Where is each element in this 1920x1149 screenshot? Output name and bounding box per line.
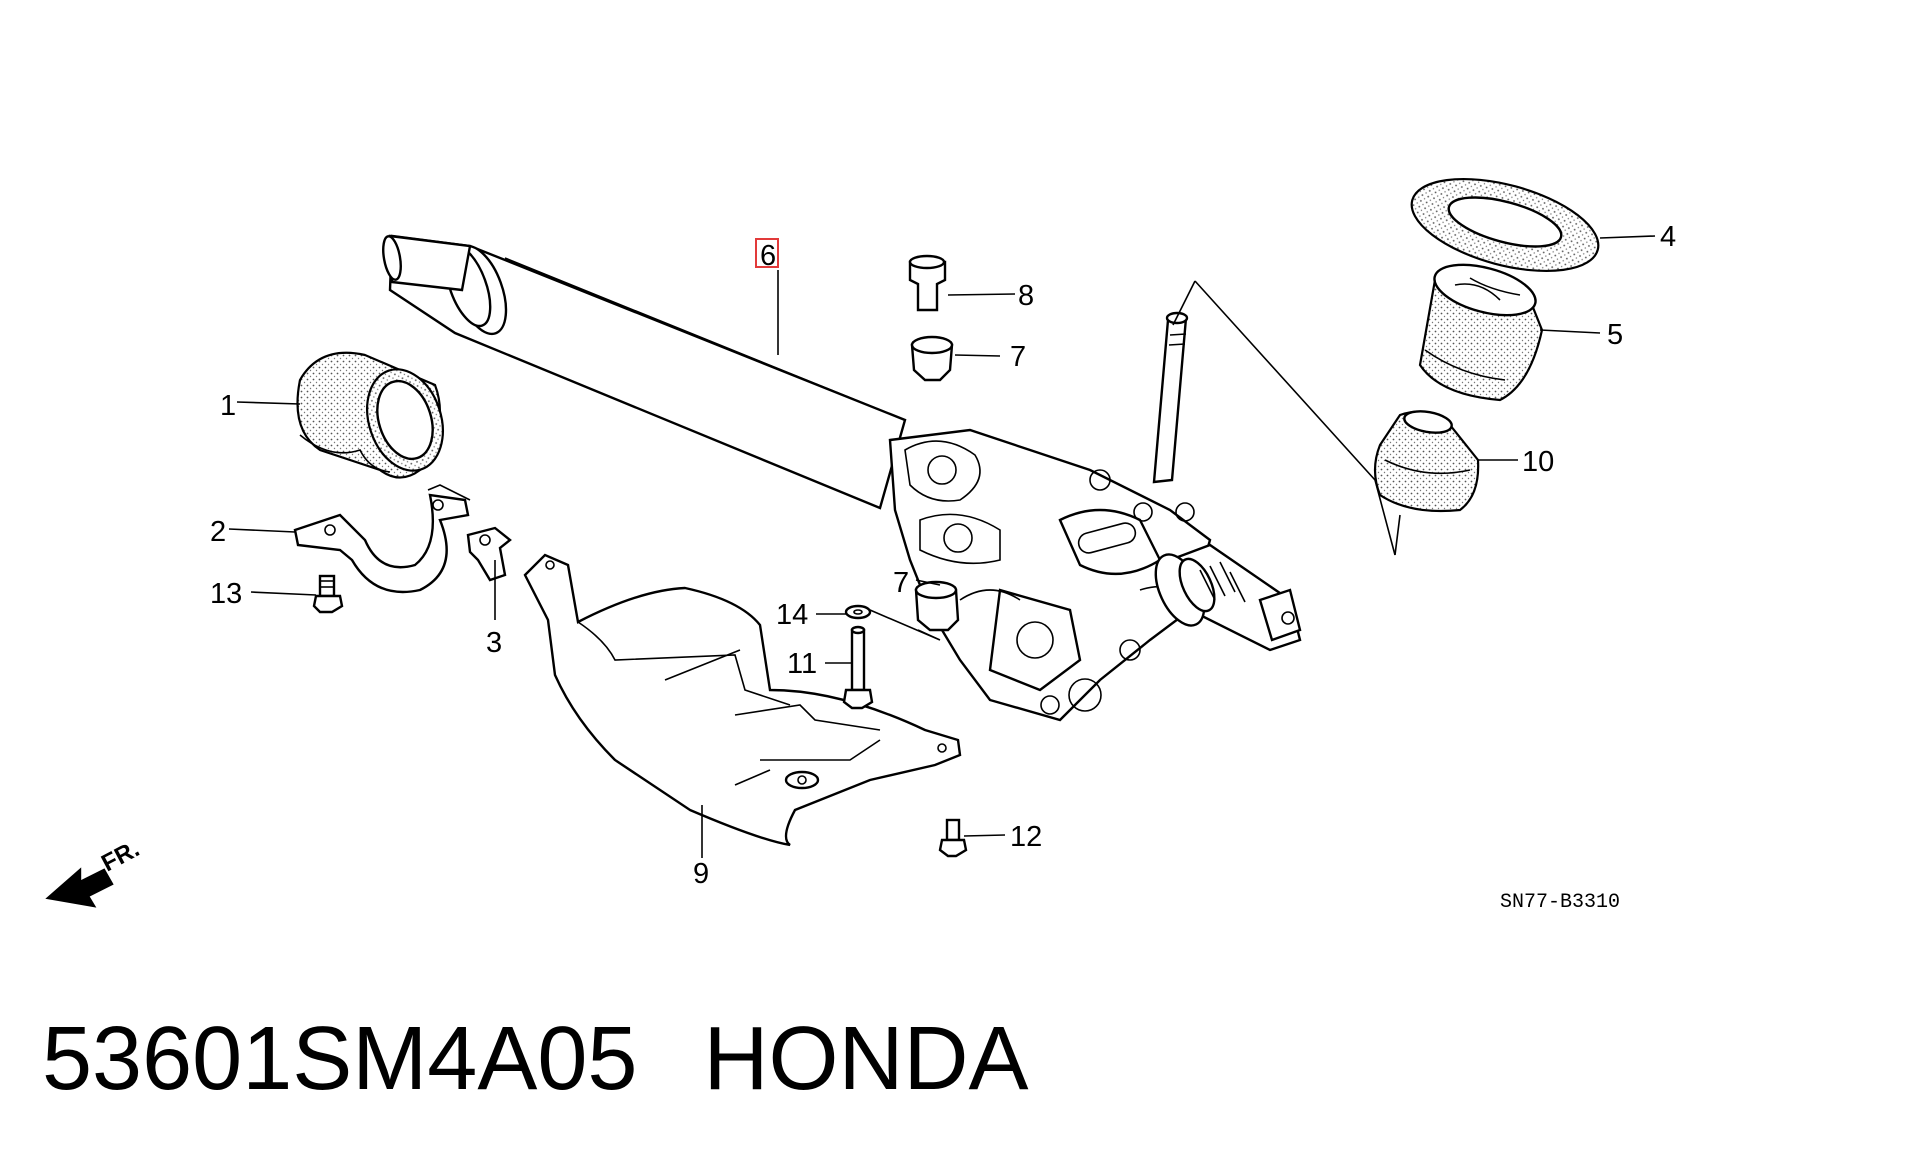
- bolt-part-11: [842, 625, 874, 710]
- callout-labels: 1 2 3 4 5 6 7 7 8 9 10 11 12 13 14 SN77-…: [210, 221, 1676, 914]
- grommet-part-7-upper: [910, 335, 954, 382]
- bolt-part-12: [938, 818, 968, 858]
- part-caption: 53601SM4A05 HONDA: [42, 1008, 1029, 1111]
- grommet-part-7-lower: [914, 580, 960, 632]
- cover-plate-part-9: [523, 553, 962, 847]
- steering-rack-tube: [382, 234, 907, 510]
- group-bracket-lines: [869, 280, 1401, 641]
- gear-housing: [888, 428, 1212, 722]
- clip-part-3: [466, 526, 512, 582]
- callout-14: 14: [776, 599, 808, 631]
- sleeve-part-8: [908, 254, 947, 312]
- rack-end-right: [1154, 543, 1302, 652]
- callout-6: 6: [760, 240, 776, 272]
- bolt-part-13: [312, 574, 344, 614]
- callout-12: 12: [1010, 821, 1042, 853]
- callout-1: 1: [220, 390, 236, 422]
- callout-13: 13: [210, 578, 242, 610]
- callout-10: 10: [1522, 446, 1554, 478]
- callout-8: 8: [1018, 280, 1034, 312]
- callout-7-upper: 7: [1010, 341, 1026, 373]
- callout-2: 2: [210, 516, 226, 548]
- callout-4: 4: [1660, 221, 1676, 253]
- callout-3: 3: [486, 627, 502, 659]
- washer-part-14: [844, 604, 872, 620]
- leader-lines: [228, 235, 1656, 858]
- callout-11: 11: [787, 648, 817, 680]
- seal-ring-part-4: [1410, 177, 1600, 273]
- brand-name: HONDA: [703, 1009, 1029, 1109]
- callout-9: 9: [693, 858, 709, 890]
- callout-7-lower: 7: [893, 567, 909, 599]
- bushing-part-1: [296, 351, 444, 479]
- callout-5: 5: [1607, 319, 1623, 351]
- pinion-shaft: [1152, 311, 1189, 484]
- part-number: 53601SM4A05: [42, 1009, 638, 1109]
- front-direction-arrow: FR.: [45, 835, 144, 908]
- diagram-code: SN77-B3310: [1500, 891, 1620, 914]
- mount-part-5: [1418, 263, 1544, 402]
- clamp-bracket-part-2: [293, 484, 471, 594]
- selected-part-highlight[interactable]: [755, 238, 779, 268]
- boot-part-10: [1373, 410, 1480, 513]
